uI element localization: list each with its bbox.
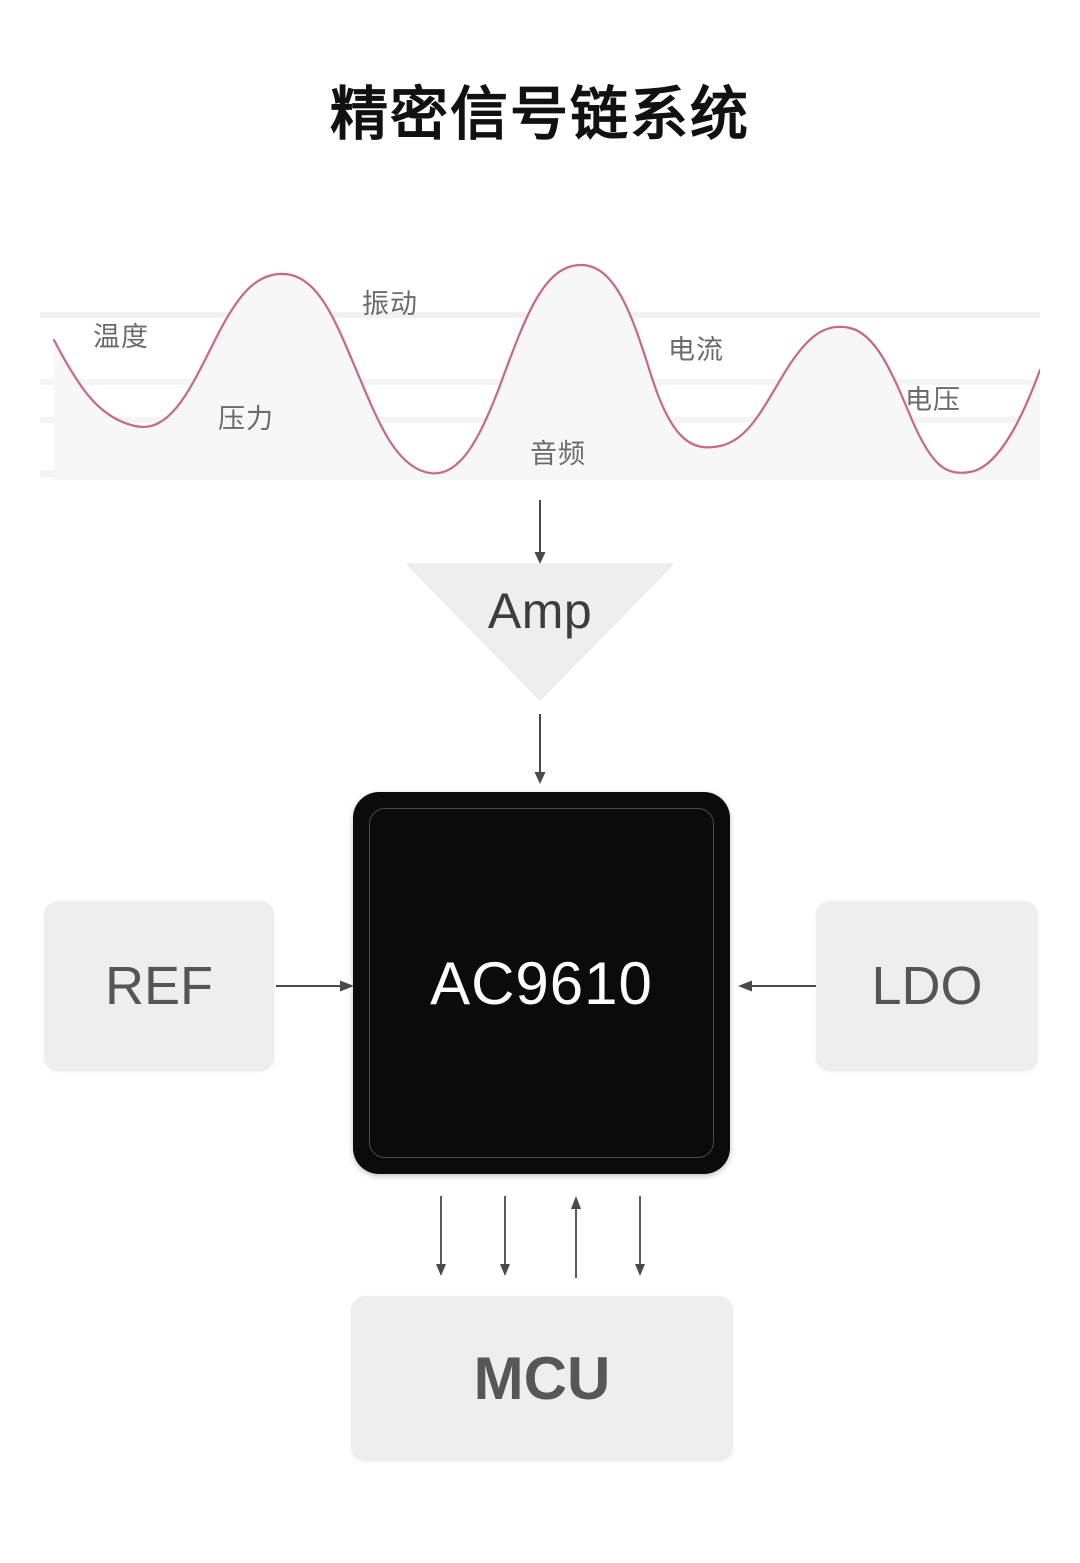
block-ldo[interactable]: LDO [816,901,1038,1071]
arrow-mcu-to-chip-3 [563,1196,589,1278]
block-ldo-label: LDO [871,956,983,1016]
waveform-curve [52,263,1040,475]
signal-label-pressure: 压力 [218,404,274,435]
block-mcu[interactable]: MCU [351,1296,733,1461]
arrow-chip-to-mcu-2 [492,1196,518,1278]
block-ref-label: REF [105,956,213,1016]
amp-stage[interactable]: Amp [405,562,675,702]
waveform-area-fill [54,264,1040,480]
arrow-chip-to-mcu-1 [428,1196,454,1278]
amp-label: Amp [487,583,593,639]
waveform-svg [40,263,1040,480]
signal-label-temperature: 温度 [93,322,149,353]
signal-label-current: 电流 [668,335,724,366]
block-ref[interactable]: REF [44,901,274,1071]
block-mcu-label: MCU [473,1345,611,1412]
arrow-amp-to-chip [526,714,554,786]
amp-triangle-shape [405,563,675,701]
chip-label: AC9610 [430,949,653,1017]
page-title: 精密信号链系统 [329,82,750,147]
arrow-chip-to-mcu-4 [627,1196,653,1278]
arrow-waveform-to-amp [526,500,554,566]
arrow-ref-to-chip [276,972,356,1000]
signal-label-vibration: 振动 [362,289,418,320]
signal-waveform-panel: 温度 振动 压力 音频 电流 电压 [40,240,1040,480]
signal-label-audio: 音频 [530,439,586,470]
arrow-ldo-to-chip [736,972,816,1000]
chip-ac9610[interactable]: AC9610 [353,792,730,1174]
signal-label-voltage: 电压 [905,385,961,416]
